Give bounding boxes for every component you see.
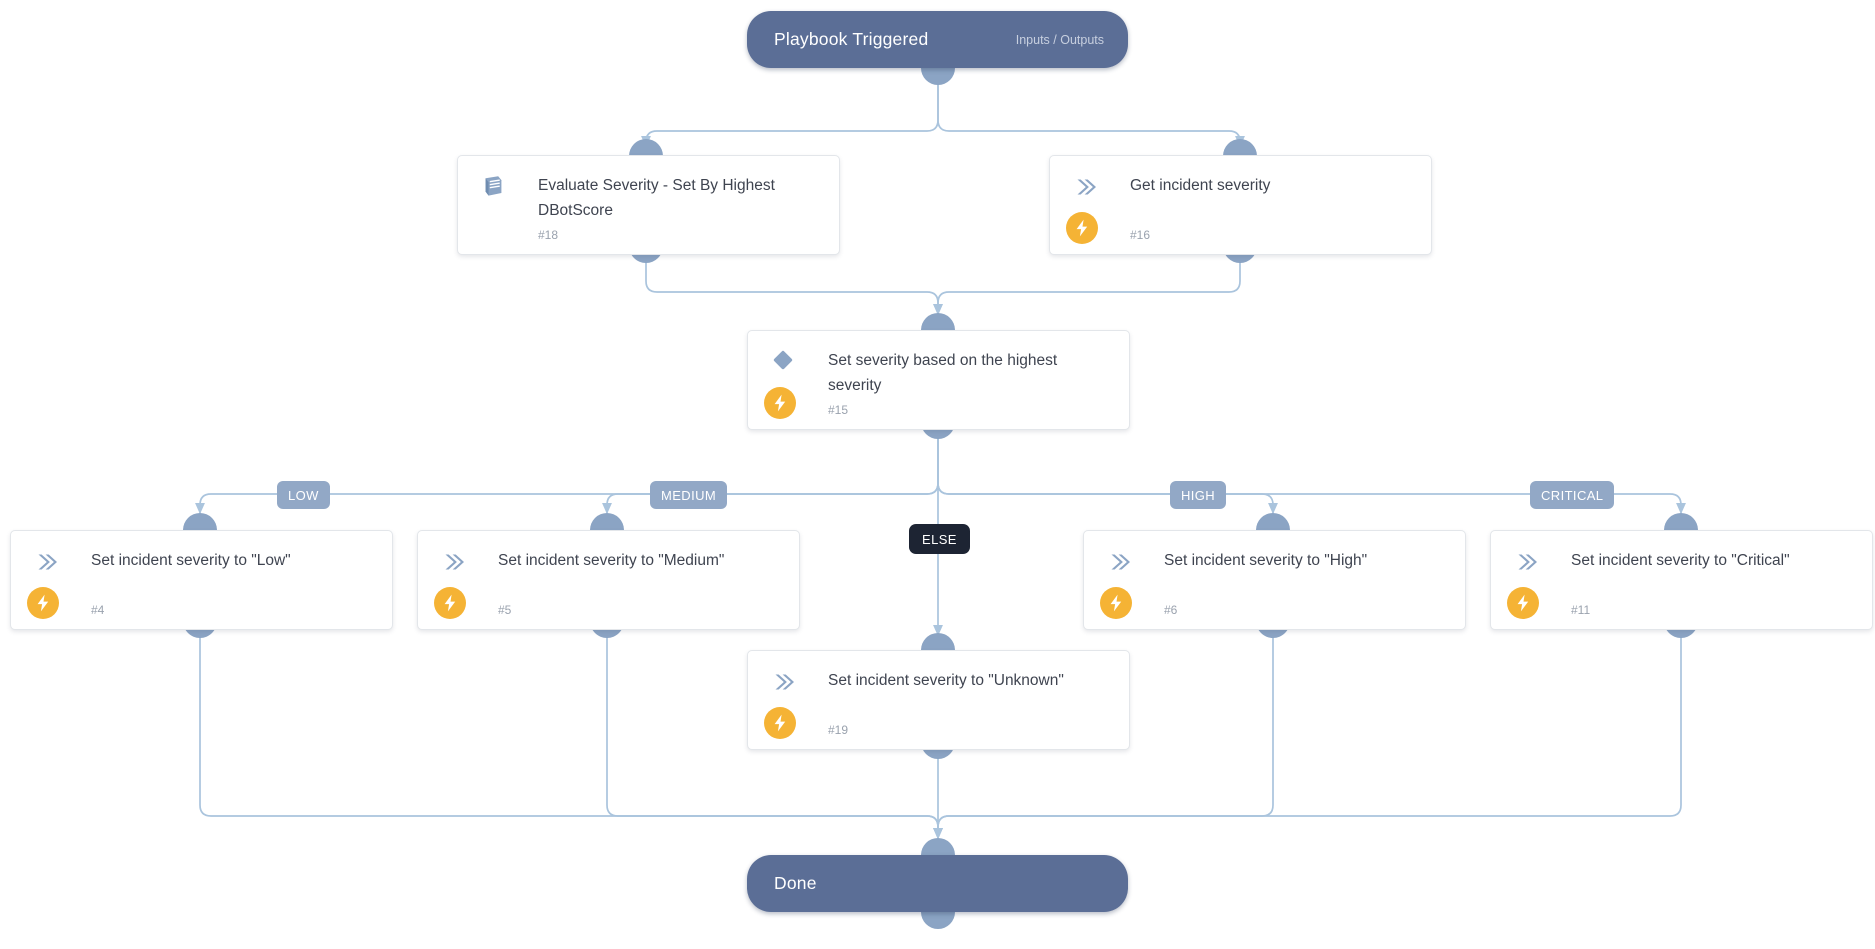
port-in-set-low <box>183 513 217 530</box>
port-in-set-critical <box>1664 513 1698 530</box>
port-in-set-medium <box>590 513 624 530</box>
branch-label-else-text: ELSE <box>922 531 957 547</box>
port-out-start <box>921 68 955 85</box>
task-card-set-unknown[interactable]: Set incident severity to "Unknown" #19 <box>747 650 1130 750</box>
branch-label-low-text: LOW <box>288 487 319 503</box>
task-id-set-unknown: #19 <box>828 723 849 737</box>
task-card-evaluate-severity[interactable]: Evaluate Severity - Set By Highest DBotS… <box>457 155 840 255</box>
chevron-right-icon <box>1513 549 1539 575</box>
inputs-outputs-link[interactable]: Inputs / Outputs <box>1015 32 1104 47</box>
branch-label-else[interactable]: ELSE <box>909 524 970 554</box>
branch-label-high-text: HIGH <box>1181 487 1216 503</box>
task-card-set-severity-condition[interactable]: Set severity based on the highest severi… <box>747 330 1130 430</box>
branch-label-medium[interactable]: MEDIUM <box>650 481 728 509</box>
port-in-evaluate-severity <box>629 139 663 156</box>
task-title-set-critical: Set incident severity to "Critical" <box>1571 552 1790 569</box>
port-in-get-incident-severity <box>1223 139 1257 156</box>
task-title-evaluate-severity: Evaluate Severity - Set By Highest DBotS… <box>538 177 775 219</box>
diamond-condition-icon <box>770 347 796 373</box>
automation-bolt-icon <box>764 707 796 739</box>
task-card-get-incident-severity[interactable]: Get incident severity #16 <box>1049 155 1432 255</box>
chevron-right-icon <box>770 669 796 695</box>
task-card-set-medium[interactable]: Set incident severity to "Medium" #5 <box>417 530 800 630</box>
task-id-set-high: #6 <box>1164 603 1178 617</box>
chevron-right-icon <box>440 549 466 575</box>
task-card-set-critical[interactable]: Set incident severity to "Critical" #11 <box>1490 530 1873 630</box>
task-card-set-low[interactable]: Set incident severity to "Low" #4 <box>10 530 393 630</box>
done-title: Done <box>774 873 817 893</box>
chevron-right-icon <box>33 549 59 575</box>
port-in-set-high <box>1256 513 1290 530</box>
branch-label-medium-text: MEDIUM <box>661 487 717 503</box>
chevron-right-icon <box>1072 174 1098 200</box>
automation-bolt-icon <box>764 387 796 419</box>
port-out-done <box>921 912 955 929</box>
task-id-evaluate-severity: #18 <box>538 228 559 242</box>
task-title-set-severity-condition: Set severity based on the highest severi… <box>828 352 1058 394</box>
branch-label-low[interactable]: LOW <box>277 481 330 509</box>
playbook-triggered-title: Playbook Triggered <box>774 29 929 49</box>
playbook-book-icon <box>480 174 506 200</box>
task-id-set-severity-condition: #15 <box>828 403 849 417</box>
task-title-set-unknown: Set incident severity to "Unknown" <box>828 672 1064 689</box>
task-title-set-low: Set incident severity to "Low" <box>91 552 291 569</box>
branch-label-high[interactable]: HIGH <box>1170 481 1227 509</box>
playbook-triggered-node[interactable]: Playbook Triggered Inputs / Outputs <box>747 11 1128 68</box>
automation-bolt-icon <box>27 587 59 619</box>
branch-label-critical[interactable]: CRITICAL <box>1530 481 1615 509</box>
task-id-set-medium: #5 <box>498 603 512 617</box>
task-id-set-low: #4 <box>91 603 105 617</box>
task-id-get-incident-severity: #16 <box>1130 228 1151 242</box>
automation-bolt-icon <box>1100 587 1132 619</box>
task-card-set-high[interactable]: Set incident severity to "High" #6 <box>1083 530 1466 630</box>
automation-bolt-icon <box>1507 587 1539 619</box>
task-title-set-high: Set incident severity to "High" <box>1164 552 1368 569</box>
task-id-set-critical: #11 <box>1571 603 1591 617</box>
task-title-get-incident-severity: Get incident severity <box>1130 177 1271 194</box>
port-in-set-unknown <box>921 633 955 650</box>
task-title-set-medium: Set incident severity to "Medium" <box>498 552 725 569</box>
done-node[interactable]: Done <box>747 855 1128 912</box>
automation-bolt-icon <box>434 587 466 619</box>
automation-bolt-icon <box>1066 212 1098 244</box>
chevron-right-icon <box>1106 549 1132 575</box>
port-in-set-severity-condition <box>921 313 955 330</box>
branch-label-critical-text: CRITICAL <box>1541 487 1604 503</box>
port-in-done <box>921 838 955 855</box>
